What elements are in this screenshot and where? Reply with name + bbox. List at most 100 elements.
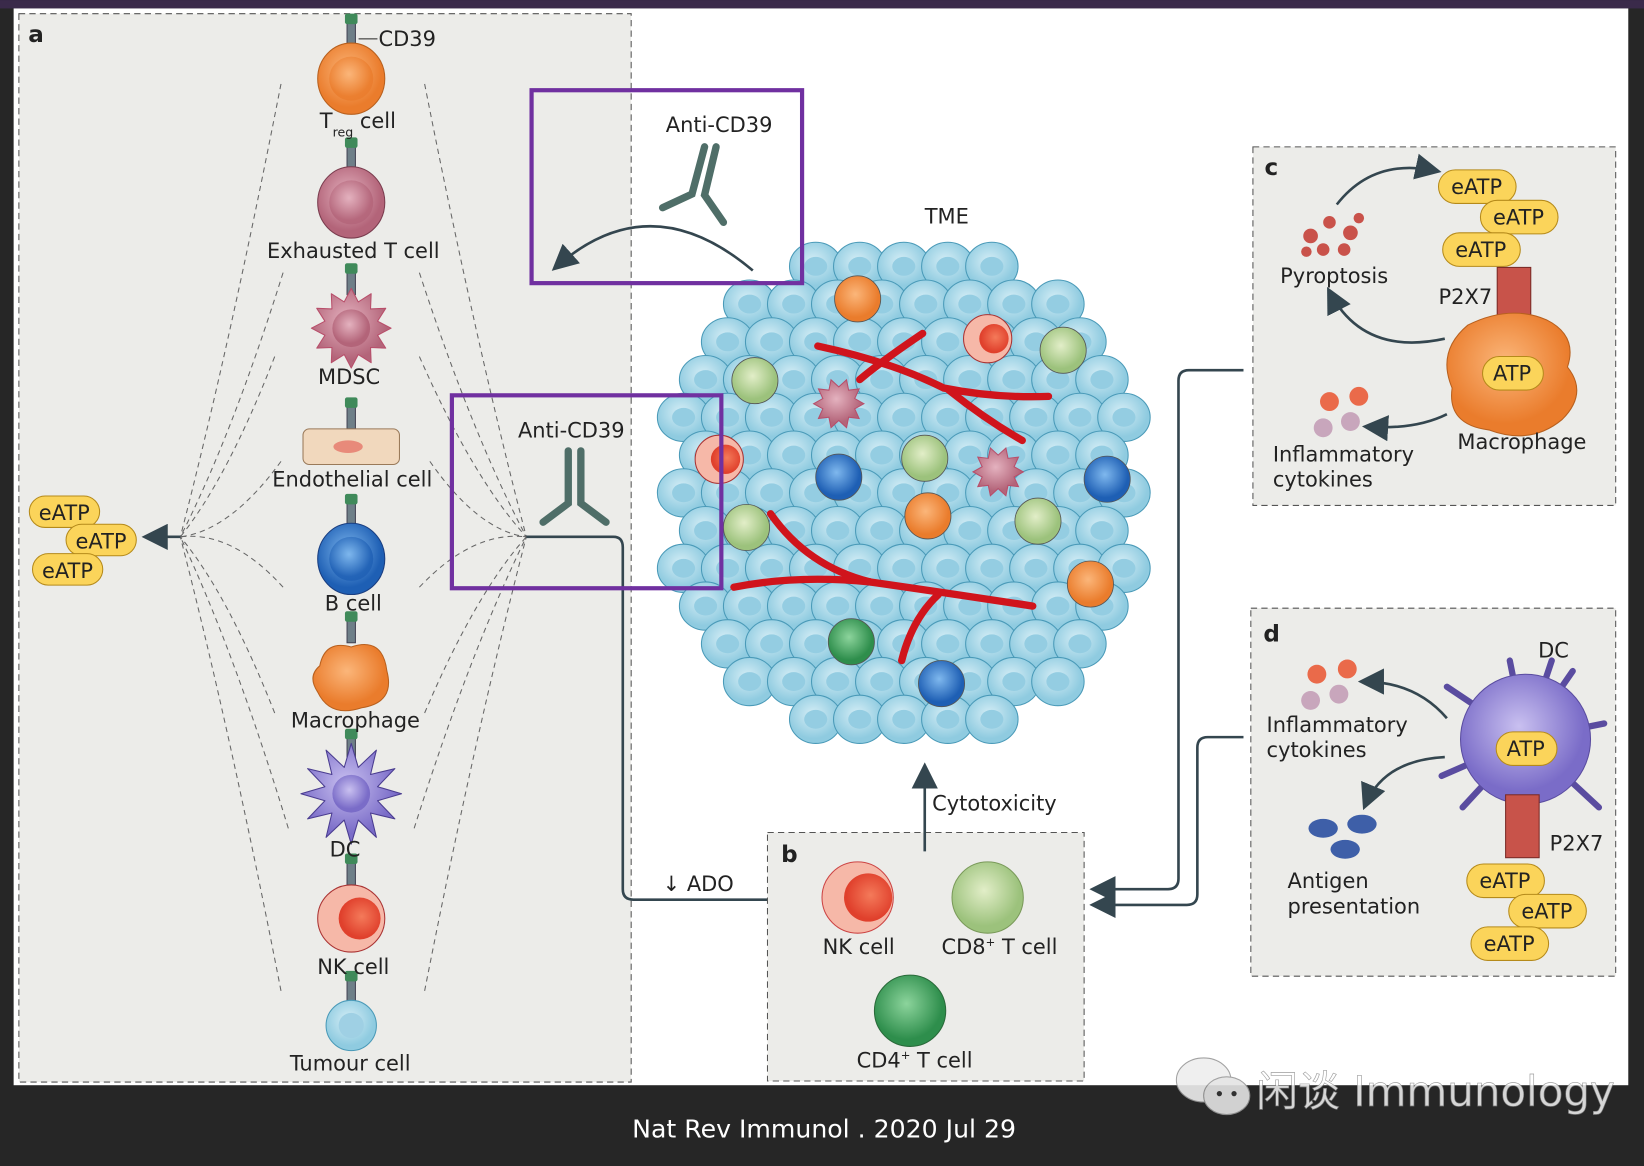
tumour-cell-nucleus — [980, 256, 1004, 276]
mdsc — [812, 378, 866, 429]
tumour-cell-nucleus — [738, 672, 762, 691]
tumour-cell-nucleus — [892, 407, 916, 427]
tumour-cell-nucleus — [980, 709, 1004, 729]
tumour-cell — [678, 505, 733, 556]
treg-cell-icon — [317, 13, 386, 115]
cell-label-exhausted-t: Exhausted T cell — [267, 239, 440, 263]
cd4-label: CD4+ T cell — [857, 1048, 973, 1072]
antibody-icon — [539, 447, 610, 526]
tumour-cell — [877, 543, 931, 593]
p2x7-label: P2X7 — [1550, 831, 1604, 855]
eatp-group-a: eATP eATP eATP — [28, 495, 137, 586]
immune-cell — [723, 503, 770, 551]
eatp-badge: eATP — [1479, 869, 1530, 893]
tumour-cell — [766, 581, 821, 631]
tumour-cell-nucleus — [870, 521, 894, 541]
tumour-cell — [965, 619, 1019, 669]
tumour-cell-nucleus — [694, 521, 718, 541]
tumour-cell-nucleus — [1046, 596, 1070, 616]
tumour-cell-nucleus — [936, 407, 960, 427]
cell-label-dc: DC — [330, 838, 361, 862]
panel-c-to-b-arrow — [1089, 368, 1244, 903]
dashed-connectors — [179, 83, 527, 991]
immune-cell — [901, 434, 949, 482]
cd39-receptor-head — [344, 13, 358, 25]
tumour-cell-nucleus — [804, 634, 828, 654]
tumour-cell-nucleus — [1068, 407, 1092, 427]
dashed-connector — [179, 536, 282, 991]
cd4-t-cell-icon — [873, 974, 947, 1047]
tumour-cell-nucleus — [672, 558, 696, 578]
tumour-cell-nucleus — [936, 558, 960, 578]
immune-cell — [904, 492, 952, 540]
ado-label: ↓ ADO — [663, 872, 734, 896]
tumour-cell — [921, 619, 975, 669]
tumour-cell-nucleus — [980, 634, 1004, 654]
nk-cell-icon — [317, 853, 386, 953]
cytokines-label: Inflammatory — [1273, 442, 1414, 466]
tumour-cell-nucleus — [1046, 445, 1070, 465]
tumour-cell-nucleus — [760, 483, 784, 503]
nk-cell-nucleus — [844, 873, 893, 922]
eatp-badge: eATP — [1451, 175, 1502, 199]
dashed-connector — [424, 536, 527, 991]
eatp-badge: eATP — [1521, 900, 1572, 924]
blood-vessel — [945, 386, 1026, 445]
pyroptosis-debris-icon — [1301, 212, 1365, 257]
tumour-cell-nucleus — [1090, 521, 1114, 541]
tumour-cell — [766, 430, 821, 480]
tumour-cell-nucleus — [760, 407, 784, 427]
figure-caption: Nat Rev Immunol . 2020 Jul 29 — [632, 1115, 1016, 1144]
tumour-cell-nucleus — [826, 521, 850, 541]
tumour-cell-nucleus — [1046, 294, 1070, 314]
dashed-connector — [179, 272, 284, 538]
tumour-cell-nucleus — [1046, 370, 1070, 390]
tumour-cell — [1009, 392, 1063, 442]
antibody-icon — [658, 143, 728, 226]
anti-cd39-mid: Anti-CD39 — [449, 393, 808, 913]
nk-cell-nucleus — [979, 324, 1009, 354]
cycle-arrow — [1327, 286, 1446, 344]
tumour-cell — [921, 241, 975, 292]
panel-c: c Pyroptosis eATP eATP eATP P2X7 ATP Mac… — [1252, 146, 1617, 506]
wechat-icon — [1175, 1057, 1251, 1116]
macrophage-icon — [312, 611, 389, 712]
tumour-cell-nucleus — [1112, 558, 1136, 578]
cd8-t-cell-icon — [951, 861, 1024, 934]
tumour-cell-nucleus — [848, 558, 872, 578]
nk-cell-nucleus — [710, 444, 741, 474]
panel-d-label: d — [1263, 622, 1279, 648]
tumour-cell — [833, 694, 887, 744]
eatp-badge: eATP — [42, 559, 93, 583]
tumour-cell-nucleus — [782, 294, 806, 314]
blood-vessel — [814, 342, 1053, 401]
panel-c-label: c — [1264, 155, 1278, 181]
tumour-cell-nucleus — [892, 483, 916, 503]
eatp-badge: eATP — [1493, 205, 1544, 229]
tumour-cell-nucleus — [716, 332, 740, 352]
tumour-cell-nucleus — [672, 407, 696, 427]
antigen-label: presentation — [1288, 894, 1421, 918]
cytokine-arrow — [1361, 413, 1448, 442]
dashed-connector — [180, 535, 284, 588]
eatp-badge: eATP — [1484, 932, 1535, 956]
tumour-cell-nucleus — [760, 558, 784, 578]
exhausted-t-cell-icon — [317, 137, 386, 239]
cell-label-mdsc: MDSC — [318, 365, 380, 389]
cytokines-label: cytokines — [1273, 468, 1373, 492]
nucleus — [332, 309, 371, 348]
nucleus — [333, 440, 363, 453]
tumour-cell-nucleus — [958, 596, 982, 616]
atp-badge: ATP — [1493, 362, 1531, 386]
dashed-connector — [179, 536, 276, 714]
blood-vessel — [898, 590, 943, 665]
blood-vessel — [730, 575, 874, 591]
highlight-box-mid — [449, 393, 724, 591]
cytokines-icon — [1301, 659, 1357, 710]
cd39-receptor-head — [344, 611, 358, 622]
tumour-cell-nucleus — [1002, 672, 1026, 691]
tumour-cell-nucleus — [738, 445, 762, 465]
immune-cell — [731, 357, 779, 405]
tumour-cell-icon — [325, 970, 377, 1052]
